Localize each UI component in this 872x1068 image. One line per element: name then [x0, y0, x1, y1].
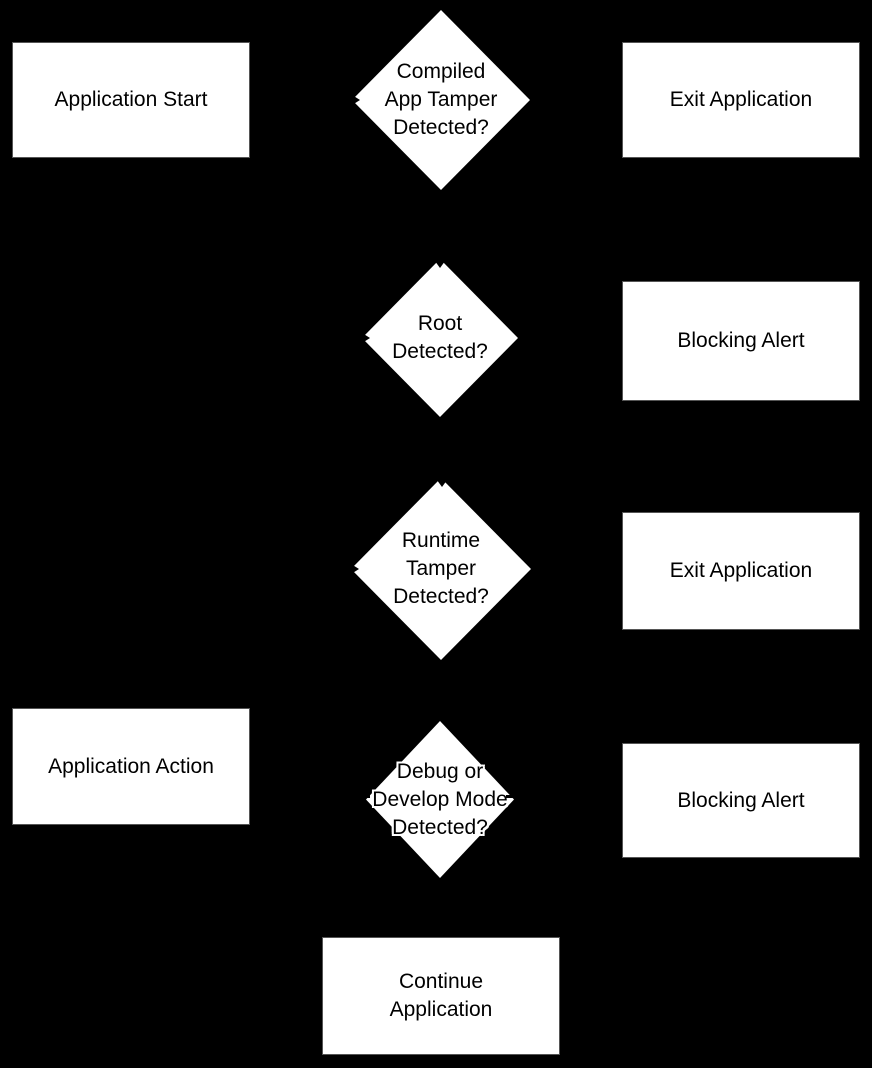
arrowhead-right-icon	[359, 331, 370, 345]
connector-line-segment	[356, 795, 370, 798]
node-continue-application: Continue Application	[322, 937, 560, 1055]
node-label: Runtime Tamper Detected?	[393, 529, 489, 608]
arrowhead-down-icon	[432, 257, 448, 268]
node-exit-application-2: Exit Application	[622, 512, 860, 630]
node-exit-application-1: Exit Application	[622, 42, 860, 158]
arrowhead-right-icon	[348, 562, 359, 576]
node-label: Exit Application	[669, 559, 813, 582]
node-runtime-tamper-detected: Runtime Tamper Detected?	[351, 478, 531, 660]
node-application-action: Application Action	[12, 708, 250, 825]
node-label: Blocking Alert	[677, 329, 805, 352]
node-label: Compiled App Tamper Detected?	[384, 60, 498, 139]
connector-line-segment	[506, 795, 520, 798]
node-blocking-alert-1: Blocking Alert	[622, 281, 860, 401]
node-debug-develop-mode-detected: Debug or Develop Mode Detected?	[366, 721, 514, 878]
node-application-start: Application Start	[12, 42, 250, 158]
node-root-detected: Root Detected?	[362, 259, 518, 417]
arrowhead-down-icon	[434, 476, 450, 487]
arrowhead-right-icon	[349, 93, 360, 107]
node-label: Debug or Develop Mode Detected?	[372, 759, 508, 839]
node-blocking-alert-2: Blocking Alert	[622, 743, 860, 858]
node-label: Application Start	[54, 88, 208, 111]
node-label: Application Action	[48, 754, 214, 778]
node-label: Exit Application	[669, 88, 813, 111]
node-label: Blocking Alert	[677, 788, 805, 812]
node-label: Root Detected?	[392, 312, 488, 363]
node-label: Continue Application	[389, 970, 493, 1021]
node-compiled-app-tamper-detected: Compiled App Tamper Detected?	[352, 10, 530, 190]
